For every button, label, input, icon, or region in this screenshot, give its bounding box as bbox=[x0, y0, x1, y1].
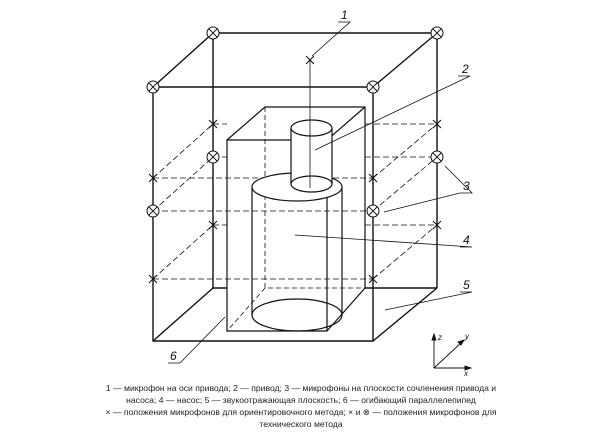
microphone-cross-icon bbox=[432, 220, 442, 230]
microphone-circle-cross-icon bbox=[366, 80, 380, 94]
microphone-circle-cross-icon bbox=[206, 150, 220, 164]
microphone-cross-icon bbox=[368, 173, 378, 183]
microphone-cross-icon bbox=[432, 119, 442, 129]
microphone-cross-icon bbox=[148, 274, 158, 284]
pump-cylinder bbox=[251, 172, 343, 332]
microphone-cross-icon bbox=[208, 220, 218, 230]
axis-z-label: z bbox=[437, 333, 442, 342]
axes-triad bbox=[431, 332, 473, 371]
hidden-edges bbox=[226, 107, 365, 332]
label-3: 3 bbox=[463, 179, 470, 193]
microphone-circle-cross-icon bbox=[430, 150, 444, 164]
microphone-cross-icon bbox=[368, 274, 378, 284]
caption-line-1: 1 — микрофон на оси привода; 2 — привод;… bbox=[105, 383, 497, 393]
caption-line-2: насоса; 4 — насос; 5 — звукоотражающая п… bbox=[126, 395, 476, 405]
enveloping-parallelepiped bbox=[152, 32, 438, 342]
label-5: 5 bbox=[463, 278, 470, 292]
label-1: 1 bbox=[341, 8, 348, 22]
axis-x-label: x bbox=[463, 369, 469, 378]
leader-lines bbox=[168, 21, 473, 364]
microphone-circle-cross-icon bbox=[146, 80, 160, 94]
label-6: 6 bbox=[170, 349, 177, 363]
caption-line-4: технического метода bbox=[259, 419, 343, 429]
microphone-cross-icon bbox=[305, 55, 315, 65]
microphone-circle-cross-icon bbox=[206, 26, 220, 40]
caption-line-3: × — положения микрофонов для ориентирово… bbox=[105, 407, 497, 417]
axis-y-label: y bbox=[464, 332, 470, 341]
microphone-cross-icon bbox=[208, 119, 218, 129]
microphone-circle-cross-icon bbox=[366, 204, 380, 218]
figure-caption: 1 — микрофон на оси привода; 2 — привод;… bbox=[20, 382, 582, 430]
microphone-circle-cross-icon bbox=[146, 204, 160, 218]
approximate-method-microphones bbox=[148, 55, 442, 284]
technical-method-microphones bbox=[146, 26, 444, 218]
drive-cylinder bbox=[290, 119, 333, 193]
label-2: 2 bbox=[461, 62, 469, 76]
microphone-cross-icon bbox=[148, 173, 158, 183]
microphone-circle-cross-icon bbox=[430, 26, 444, 40]
label-4: 4 bbox=[463, 233, 470, 247]
